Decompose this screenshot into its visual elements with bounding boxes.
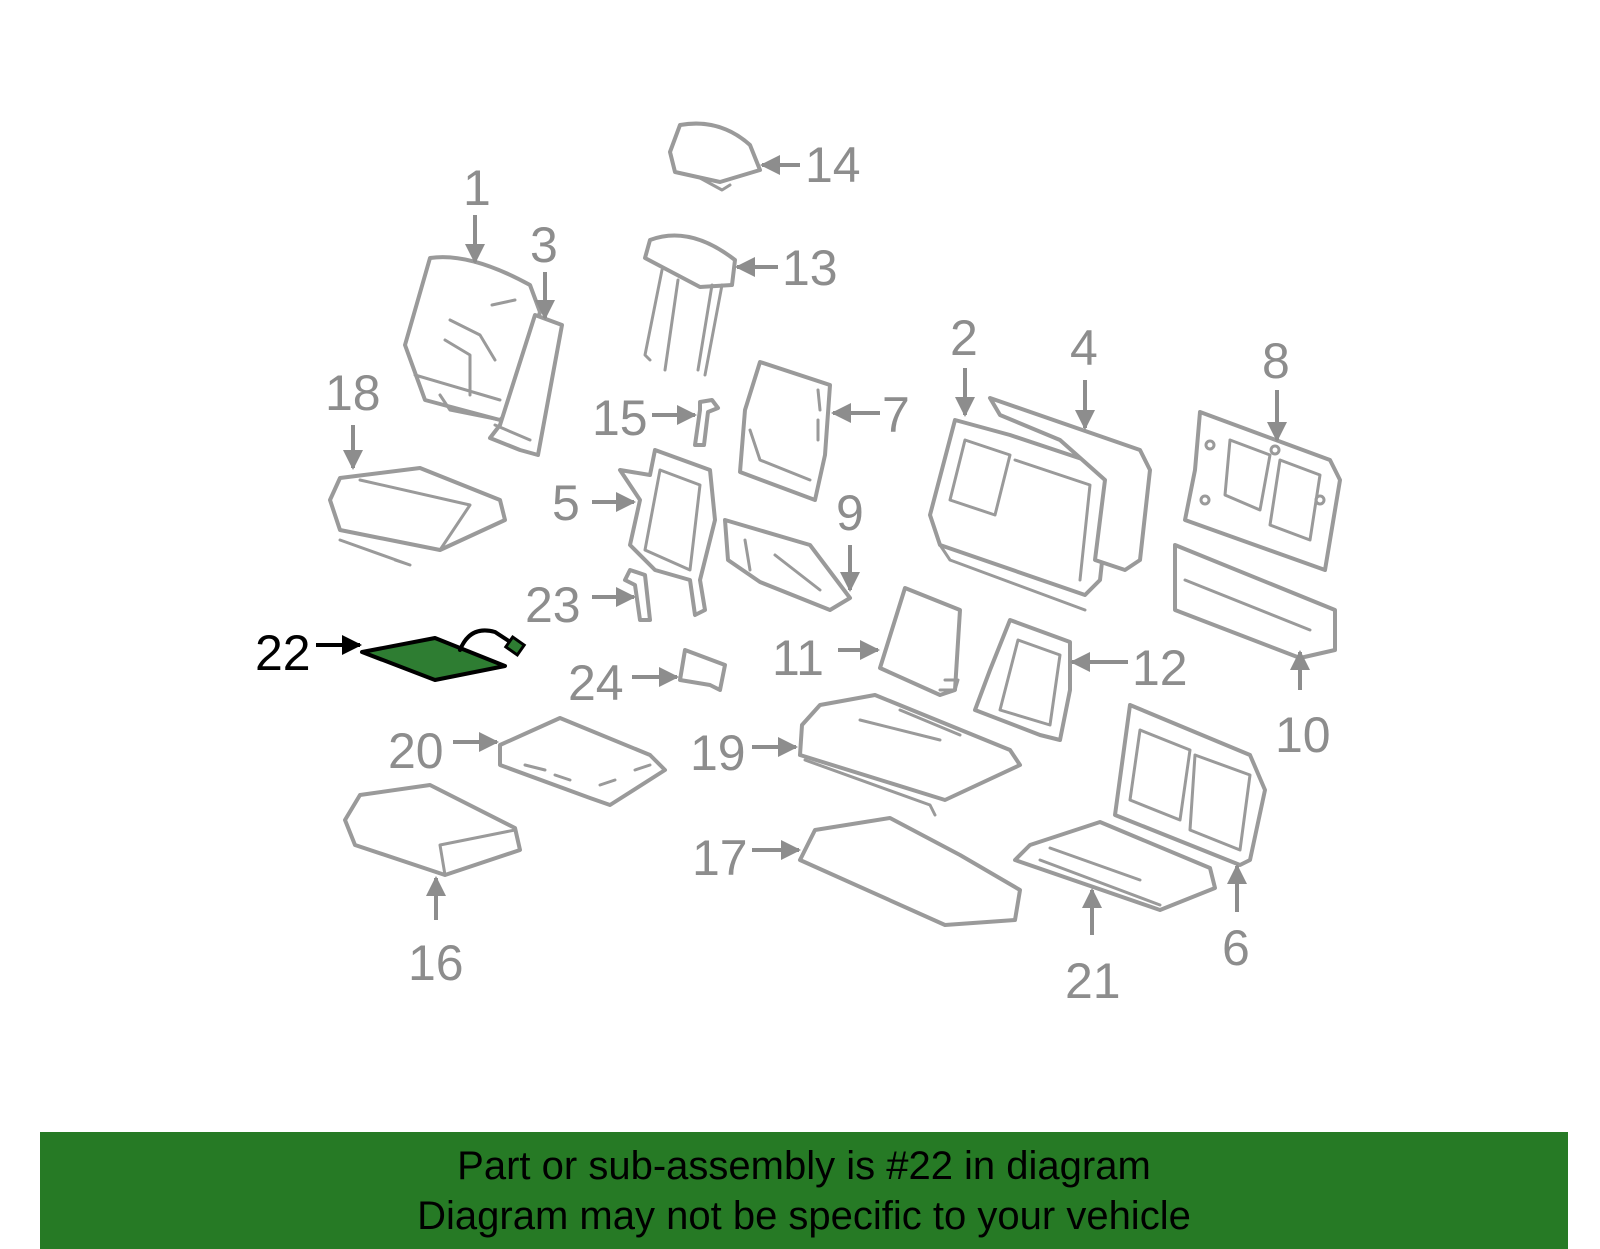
- callout-15: 15: [592, 390, 648, 446]
- banner-line-2: Diagram may not be specific to your vehi…: [417, 1193, 1191, 1238]
- callout-16: 16: [408, 935, 464, 991]
- part-8-rear-frame[interactable]: [1183, 410, 1342, 572]
- part-20-cushion-frame[interactable]: [498, 716, 667, 807]
- part-6-rear-back-frame[interactable]: [1113, 703, 1267, 867]
- callout-22: 22: [255, 625, 311, 681]
- callout-11: 11: [772, 630, 824, 686]
- info-banner: Part or sub-assembly is #22 in diagram D…: [40, 1132, 1568, 1249]
- part-2-rear-seat-back[interactable]: [928, 418, 1112, 612]
- callout-3: 3: [530, 217, 558, 273]
- callout-23: 23: [525, 577, 581, 633]
- callout-20: 20: [388, 723, 444, 779]
- part-5-back-frame[interactable]: [618, 448, 717, 617]
- callout-24: 24: [568, 655, 624, 711]
- callout-4: 4: [1070, 320, 1098, 376]
- callout-9: 9: [836, 485, 864, 541]
- part-19-rear-cushion[interactable]: [798, 693, 1022, 817]
- part-12-bracket[interactable]: [973, 618, 1072, 742]
- part-16-cushion-foam[interactable]: [343, 783, 522, 877]
- part-17-rear-foam[interactable]: [798, 816, 1022, 927]
- callout-18: 18: [325, 365, 381, 421]
- callout-13: 13: [782, 240, 838, 296]
- part-3-back-panel[interactable]: [488, 313, 564, 457]
- callout-19: 19: [690, 725, 746, 781]
- part-7-back-panel[interactable]: [738, 360, 832, 502]
- part-24-cover[interactable]: [678, 648, 727, 692]
- part-11-cover[interactable]: [878, 586, 962, 697]
- callout-8: 8: [1262, 333, 1290, 389]
- callout-1: 1: [463, 160, 491, 216]
- callout-14: 14: [805, 137, 861, 193]
- callout-17: 17: [692, 830, 748, 886]
- callout-7: 7: [882, 387, 910, 443]
- banner-line-1: Part or sub-assembly is #22 in diagram: [457, 1143, 1151, 1188]
- callout-21: 21: [1065, 953, 1121, 1009]
- callout-2: 2: [950, 310, 978, 366]
- part-22-seat-heater[interactable]: [360, 628, 527, 682]
- part-23-bracket[interactable]: [623, 568, 652, 622]
- part-10-trim[interactable]: [1173, 543, 1337, 660]
- part-18-seat-cushion[interactable]: [328, 466, 507, 567]
- part-9-trim[interactable]: [723, 518, 852, 612]
- part-13-headrest[interactable]: [643, 233, 737, 377]
- callout-6: 6: [1222, 920, 1250, 976]
- part-21-rear-cushion-frame[interactable]: [1013, 820, 1217, 912]
- callout-5: 5: [552, 475, 580, 531]
- part-4-rear-back-panel[interactable]: [988, 396, 1152, 572]
- callout-12: 12: [1132, 640, 1188, 696]
- part-15-guide[interactable]: [693, 398, 720, 447]
- part-14-headrest[interactable]: [668, 121, 762, 192]
- callout-10: 10: [1275, 707, 1331, 763]
